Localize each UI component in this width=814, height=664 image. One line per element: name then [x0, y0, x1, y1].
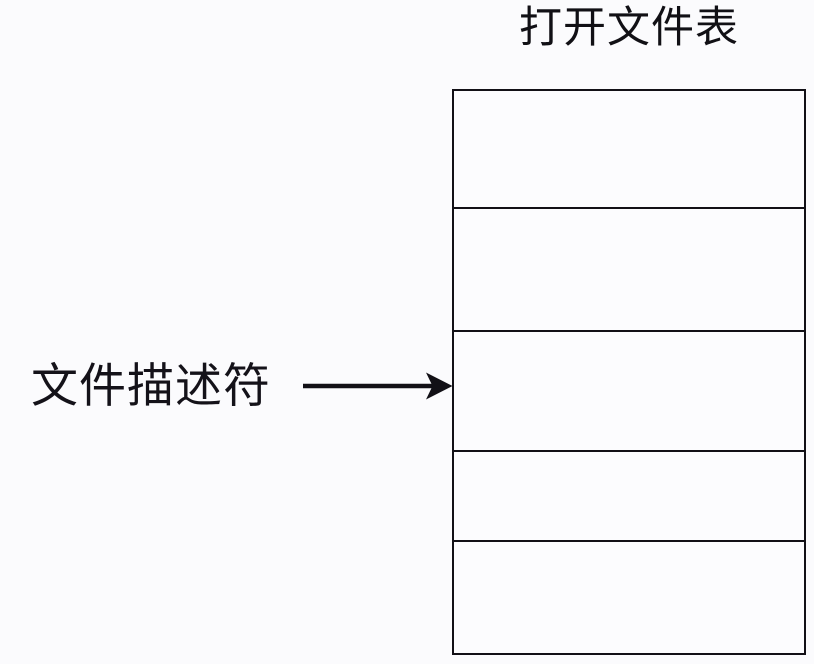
table-row[interactable]: [454, 207, 804, 330]
table-row[interactable]: [454, 91, 804, 207]
arrow-head-icon: [426, 372, 453, 400]
table-row[interactable]: [454, 450, 804, 540]
page-title: 打开文件表: [519, 4, 739, 52]
file-descriptor-label: 文件描述符: [31, 359, 271, 412]
open-file-table-rows: [454, 91, 804, 653]
table-row[interactable]: [454, 330, 804, 450]
file-descriptor-arrow: [303, 372, 453, 400]
table-row[interactable]: [454, 540, 804, 652]
open-file-table: [452, 89, 806, 655]
